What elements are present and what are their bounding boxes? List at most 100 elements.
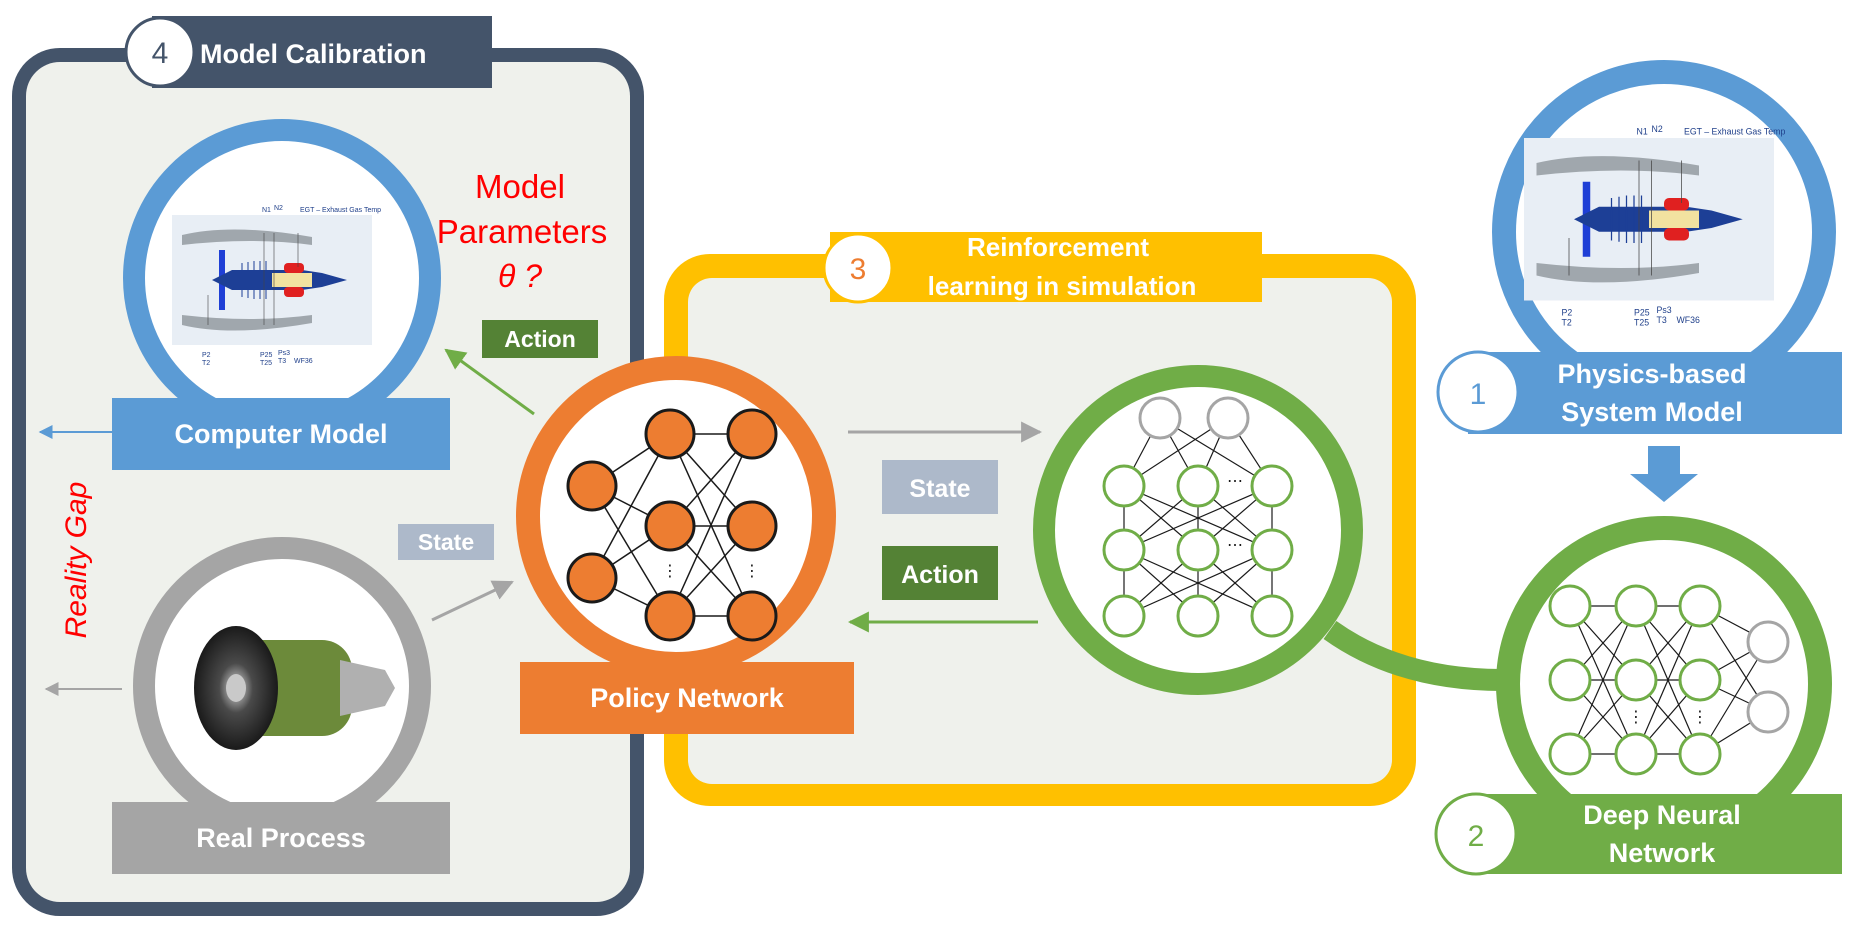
turbofan-engine-image xyxy=(194,626,395,750)
step-1-number: 1 xyxy=(1470,378,1487,411)
step-4-number: 4 xyxy=(152,37,169,70)
network-node xyxy=(1250,594,1294,638)
simulation-network-graph: …… xyxy=(1102,396,1294,638)
network-node xyxy=(1678,732,1722,776)
simulation-header xyxy=(830,232,1262,302)
ellipsis-icon: ⋮ xyxy=(662,561,678,580)
network-node xyxy=(726,590,778,642)
network-node xyxy=(1102,464,1146,508)
network-node xyxy=(1614,584,1658,628)
t2-label: T2 xyxy=(202,360,210,367)
network-node xyxy=(1102,528,1146,572)
p2-label-physics: P2 xyxy=(1562,308,1573,318)
network-edge xyxy=(1699,641,1769,755)
policy-network-label-box xyxy=(520,662,854,734)
network-node xyxy=(566,552,618,604)
policy-network-label: Policy Network xyxy=(590,683,785,713)
network-edge xyxy=(1159,417,1273,487)
network-node xyxy=(1250,464,1294,508)
network-node xyxy=(1138,396,1182,440)
n2-label: N2 xyxy=(274,205,283,212)
model-parameters-line2: Parameters xyxy=(437,213,608,250)
state-badge-simulation xyxy=(882,460,998,514)
network-node xyxy=(1548,732,1592,776)
theta-label: θ ? xyxy=(498,258,542,294)
network-node xyxy=(644,408,696,460)
step-3-number: 3 xyxy=(850,253,867,286)
network-node xyxy=(1678,658,1722,702)
network-node xyxy=(1548,658,1592,702)
ellipsis-icon: … xyxy=(1227,467,1243,486)
t25-label: T25 xyxy=(260,360,272,367)
t25-label-physics: T25 xyxy=(1634,318,1649,328)
computer-model-label-box xyxy=(112,398,450,470)
network-node xyxy=(1102,594,1146,638)
dnn-link-connector xyxy=(1323,620,1503,691)
model-calibration-title: Model Calibration xyxy=(200,39,427,69)
dnn-title-line1: Deep Neural xyxy=(1583,800,1741,830)
ellipsis-icon: ⋮ xyxy=(1692,707,1708,726)
real-process-label-box xyxy=(112,802,450,874)
network-edge xyxy=(591,433,671,579)
network-edge xyxy=(1123,549,1273,617)
network-node xyxy=(644,500,696,552)
network-node xyxy=(726,408,778,460)
model-calibration-header xyxy=(152,16,492,88)
simulation-title-line2: learning in simulation xyxy=(928,271,1197,301)
network-node xyxy=(1176,528,1220,572)
network-edge xyxy=(1635,605,1701,755)
action-arrow-to-computer-model xyxy=(444,348,535,416)
dnn-graph: ⋮⋮ xyxy=(1548,584,1790,776)
network-node xyxy=(1206,396,1250,440)
state-arrow-from-real-process xyxy=(431,580,514,622)
t3-label: T3 xyxy=(278,358,286,365)
model-parameters-line1: Model xyxy=(475,168,565,205)
ellipsis-icon: ⋮ xyxy=(1628,707,1644,726)
egt-label: EGT – Exhaust Gas Temp xyxy=(300,207,381,214)
network-node xyxy=(1746,690,1790,734)
n2-label-physics: N2 xyxy=(1652,124,1663,134)
network-edge xyxy=(669,433,753,617)
reality-gap-label: Reality Gap xyxy=(60,482,93,639)
network-node xyxy=(1678,584,1722,628)
t2-label-physics: T2 xyxy=(1562,318,1572,328)
step-2-number: 2 xyxy=(1468,820,1485,853)
t3-label-physics: T3 xyxy=(1657,315,1667,325)
action-label-simulation: Action xyxy=(901,561,979,589)
action-badge-simulation xyxy=(882,546,998,600)
wf36-label-physics: WF36 xyxy=(1677,315,1700,325)
ellipsis-icon: ⋮ xyxy=(744,561,760,580)
engine-schematic-physics: N1 N2 EGT – Exhaust Gas Temp P2 T2 P25 T… xyxy=(1523,124,1785,328)
network-node xyxy=(1746,620,1790,664)
down-arrow-icon xyxy=(1630,446,1698,502)
simulation-title-line1: Reinforcement xyxy=(967,232,1149,262)
physics-model-label-box xyxy=(1468,352,1842,434)
step-2-badge xyxy=(1434,792,1518,876)
step-3-badge xyxy=(822,232,894,304)
wf36-label: WF36 xyxy=(294,358,313,365)
network-node xyxy=(566,460,618,512)
physics-model-title-line1: Physics-based xyxy=(1557,359,1746,389)
n1-label-physics: N1 xyxy=(1637,126,1648,136)
action-label-calibration: Action xyxy=(504,326,576,352)
p2-label: P2 xyxy=(202,352,211,359)
ps3-label: Ps3 xyxy=(278,350,290,357)
dnn-title-line2: Network xyxy=(1609,838,1717,868)
state-label-calibration: State xyxy=(418,529,474,555)
network-node xyxy=(1176,594,1220,638)
action-badge-calibration xyxy=(482,320,598,358)
dnn-label-box xyxy=(1468,794,1842,874)
network-node xyxy=(1250,528,1294,572)
step-4-badge xyxy=(124,16,196,88)
network-node xyxy=(726,500,778,552)
network-node xyxy=(1614,732,1658,776)
egt-label-physics: EGT – Exhaust Gas Temp xyxy=(1684,126,1785,136)
engine-schematic-computer: N1 N2 EGT – Exhaust Gas Temp P2 T2 P25 T… xyxy=(171,205,381,367)
computer-model-label: Computer Model xyxy=(175,419,388,449)
state-label-simulation: State xyxy=(909,475,970,503)
network-node xyxy=(1548,584,1592,628)
p25-label-physics: P25 xyxy=(1634,308,1650,318)
network-node xyxy=(1176,464,1220,508)
n1-label: N1 xyxy=(262,207,271,214)
